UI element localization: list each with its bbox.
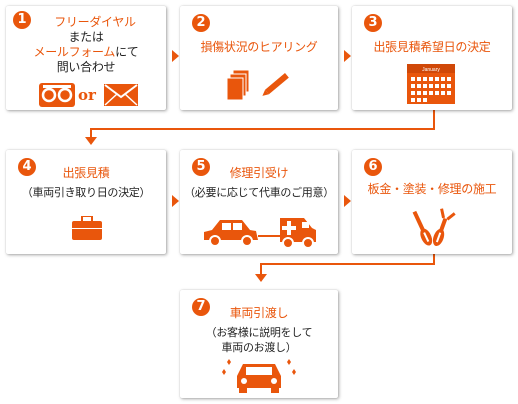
step-number: 2 [192, 14, 210, 32]
down-arrow [85, 137, 97, 145]
step-3-card: 3 出張見積希望日の決定 January [352, 6, 512, 110]
connector-line [90, 128, 92, 138]
step-5-sub: （必要に応じて代車のご用意） [184, 186, 334, 199]
connector-line [433, 253, 435, 265]
step-2-card: 2 損傷状況のヒアリング [180, 6, 338, 110]
mail-icon [104, 84, 138, 106]
or-text: or [78, 86, 96, 104]
step-1-line1: フリーダイヤル [54, 15, 136, 29]
step-7-title: 車両引渡し [229, 306, 289, 320]
step-1-line4: 問い合わせ [56, 60, 116, 74]
down-arrow [255, 274, 267, 282]
connector-line [433, 110, 435, 130]
step-1-line3-rest: にて [115, 45, 139, 59]
car-delivery-icon [222, 359, 296, 393]
step-number: 3 [364, 14, 382, 32]
step-3-title: 出張見積希望日の決定 [373, 40, 491, 54]
step-number: 6 [364, 158, 382, 176]
right-arrow [172, 50, 179, 62]
step-4-card: 4 出張見積 （車両引き取り日の決定） [6, 150, 166, 254]
step-7-sub2: 車両のお渡し） [221, 341, 297, 354]
step-1-line3: メールフォームにて [6, 43, 166, 60]
step-5-title: 修理引受け [229, 166, 289, 180]
step-1-line2: または [68, 30, 104, 44]
step-number: 7 [192, 298, 210, 316]
step-1-card: 1 フリーダイヤル または メールフォームにて 問い合わせ or [6, 6, 166, 110]
step-1-line3-orange: メールフォーム [33, 45, 116, 59]
step-4-title: 出張見積 [62, 166, 110, 180]
connector-line [260, 263, 435, 265]
connector-line [90, 128, 435, 130]
calendar-icon: January [407, 64, 455, 104]
step-2-title: 損傷状況のヒアリング [200, 40, 318, 54]
step-6-card: 6 板金・塗装・修理の施工 [352, 150, 512, 254]
step-5-card: 5 修理引受け （必要に応じて代車のご用意） [180, 150, 338, 254]
right-arrow [172, 195, 179, 207]
documents-pen-icon [227, 69, 289, 101]
step-number: 1 [13, 11, 31, 29]
step-4-sub: （車両引き取り日の決定） [21, 186, 151, 199]
right-arrow [344, 195, 351, 207]
tools-icon [412, 208, 456, 247]
step-number: 5 [192, 158, 210, 176]
briefcase-icon [72, 216, 102, 240]
step-7-sub1: （お客様に説明をして [205, 326, 313, 339]
calendar-label: January [422, 67, 440, 73]
connector-line [260, 263, 262, 275]
step-7-card: 7 車両引渡し （お客様に説明をして 車両のお渡し） [180, 290, 338, 398]
car-tow-truck-icon [204, 218, 316, 249]
freedial-icon [39, 83, 75, 107]
step-6-title: 板金・塗装・修理の施工 [367, 182, 497, 196]
right-arrow [344, 50, 351, 62]
step-number: 4 [18, 158, 36, 176]
